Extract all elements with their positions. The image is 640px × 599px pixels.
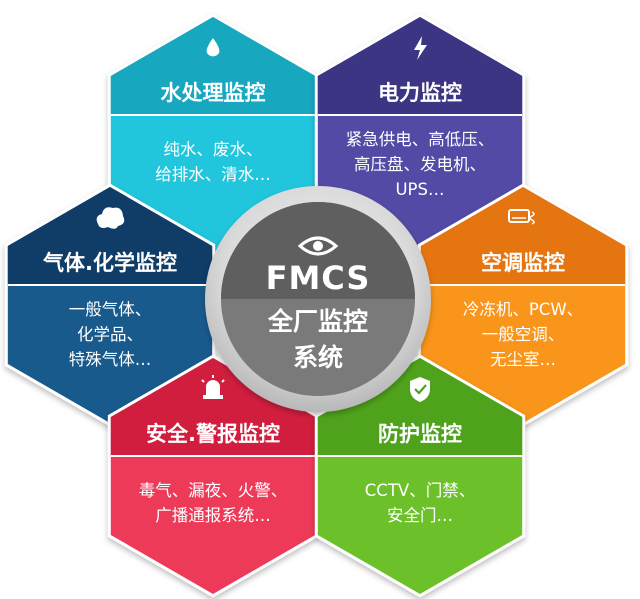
- power-line-1: 高压盘、发电机、: [354, 155, 486, 174]
- water-line-0: 纯水、废水、: [164, 140, 263, 159]
- water-line-1: 给排水、清水…: [155, 165, 271, 184]
- protect-title: 防护监控: [378, 422, 462, 446]
- center-line2: 系统: [293, 343, 343, 372]
- hvac-line-1: 一般空调、: [482, 325, 565, 344]
- gas-line-2: 特殊气体…: [69, 350, 152, 369]
- gas-line-0: 一般气体、: [69, 300, 152, 319]
- center-fmcs-label: FMCS: [266, 259, 371, 297]
- hvac-line-2: 无尘室…: [490, 350, 556, 369]
- eye-icon: [297, 236, 339, 256]
- protect-line-1: 安全门…: [387, 506, 453, 525]
- gas-line-1: 化学品、: [77, 325, 143, 344]
- air-conditioner-icon: [508, 209, 535, 225]
- hvac-title: 空调监控: [481, 251, 565, 275]
- safety-title: 安全.警报监控: [146, 422, 280, 446]
- gas-title: 气体.化学监控: [42, 251, 177, 275]
- alarm-light-icon: [201, 375, 225, 399]
- center-hub: [205, 186, 431, 412]
- gas-cloud-icon: [96, 207, 125, 229]
- hvac-line-0: 冷冻机、PCW、: [463, 300, 583, 319]
- safety-line-0: 毒气、漏夜、火警、: [139, 481, 288, 500]
- center-line1: 全厂监控: [267, 307, 368, 336]
- power-line-0: 紧急供电、高低压、: [346, 130, 495, 149]
- power-title: 电力监控: [378, 81, 462, 105]
- power-line-2: UPS…: [395, 180, 444, 199]
- water-title: 水处理监控: [161, 81, 266, 105]
- protect-line-0: CCTV、门禁、: [365, 481, 475, 500]
- shield-check-icon: [410, 377, 430, 402]
- safety-line-1: 广播通报系统…: [155, 506, 271, 525]
- water-drop-icon: [206, 38, 220, 57]
- lightning-icon: [414, 36, 427, 60]
